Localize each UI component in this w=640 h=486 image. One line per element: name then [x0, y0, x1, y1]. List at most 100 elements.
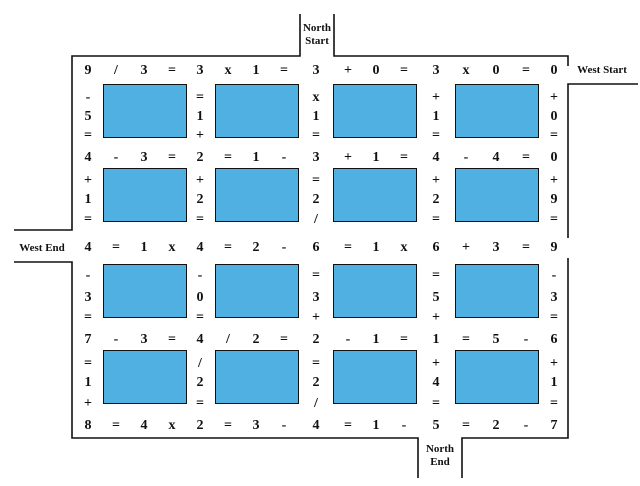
- cell-r8-c10: 1: [372, 240, 380, 255]
- left-wall-lower: [14, 261, 419, 478]
- cell-r12-c13: =: [462, 332, 470, 347]
- cell-r15-c12: =: [432, 396, 440, 411]
- cell-r16-c3: x: [168, 418, 176, 433]
- cell-r4-c0: 4: [84, 150, 92, 165]
- cell-r10-c0: 3: [84, 290, 92, 305]
- right-wall-upper: [567, 83, 638, 238]
- cell-r12-c15: -: [523, 332, 529, 347]
- cell-r16-c16: 7: [550, 418, 558, 433]
- cell-r14-c16: 1: [550, 375, 558, 390]
- cell-r3-c16: =: [550, 128, 558, 143]
- cell-r2-c4: 1: [196, 109, 204, 124]
- cell-r0-c13: x: [462, 63, 470, 78]
- cell-r8-c14: 3: [492, 240, 500, 255]
- west-end-label: West End: [19, 242, 65, 254]
- block-3-1: [215, 350, 299, 404]
- block-3-0: [103, 350, 187, 404]
- cell-r15-c16: =: [550, 396, 558, 411]
- cell-r1-c0: -: [85, 90, 91, 105]
- block-1-1: [215, 168, 299, 222]
- cell-r16-c9: =: [344, 418, 352, 433]
- block-3-2: [333, 350, 417, 404]
- right-wall-lower: [461, 258, 569, 478]
- cell-r11-c4: =: [196, 310, 204, 325]
- cell-r13-c4: /: [198, 356, 202, 371]
- cell-r14-c8: 2: [312, 375, 320, 390]
- cell-r2-c16: 0: [550, 109, 558, 124]
- cell-r5-c12: +: [432, 173, 440, 188]
- cell-r12-c14: 5: [492, 332, 500, 347]
- cell-r16-c5: =: [224, 418, 232, 433]
- cell-r1-c12: +: [432, 90, 440, 105]
- cell-r12-c11: =: [400, 332, 408, 347]
- cell-r16-c8: 4: [312, 418, 320, 433]
- cell-r0-c12: 3: [432, 63, 440, 78]
- cell-r4-c1: -: [113, 150, 119, 165]
- cell-r9-c16: -: [551, 268, 557, 283]
- cell-r16-c0: 8: [84, 418, 92, 433]
- cell-r12-c8: 2: [312, 332, 320, 347]
- cell-r4-c3: =: [168, 150, 176, 165]
- cell-r4-c13: -: [463, 150, 469, 165]
- cell-r4-c6: 1: [252, 150, 260, 165]
- left-wall-upper: [14, 84, 73, 231]
- cell-r3-c12: =: [432, 128, 440, 143]
- cell-r16-c1: =: [112, 418, 120, 433]
- cell-r16-c7: -: [281, 418, 287, 433]
- cell-r8-c3: x: [168, 240, 176, 255]
- cell-r7-c8: /: [314, 212, 318, 227]
- cell-r11-c0: =: [84, 310, 92, 325]
- cell-r16-c4: 2: [196, 418, 204, 433]
- cell-r11-c8: +: [312, 310, 320, 325]
- block-2-1: [215, 264, 299, 318]
- cell-r0-c10: 0: [372, 63, 380, 78]
- cell-r8-c9: =: [344, 240, 352, 255]
- cell-r11-c16: =: [550, 310, 558, 325]
- cell-r1-c16: +: [550, 90, 558, 105]
- cell-r2-c8: 1: [312, 109, 320, 124]
- cell-r8-c16: 9: [550, 240, 558, 255]
- cell-r5-c8: =: [312, 173, 320, 188]
- block-2-3: [455, 264, 539, 318]
- cell-r12-c2: 3: [140, 332, 148, 347]
- cell-r15-c4: =: [196, 396, 204, 411]
- cell-r4-c11: =: [400, 150, 408, 165]
- cell-r14-c4: 2: [196, 375, 204, 390]
- cell-r12-c1: -: [113, 332, 119, 347]
- cell-r5-c0: +: [84, 173, 92, 188]
- cell-r6-c8: 2: [312, 192, 320, 207]
- cell-r13-c8: =: [312, 356, 320, 371]
- cell-r8-c11: x: [400, 240, 408, 255]
- block-1-3: [455, 168, 539, 222]
- cell-r0-c7: =: [280, 63, 288, 78]
- cell-r14-c12: 4: [432, 375, 440, 390]
- cell-r0-c8: 3: [312, 63, 320, 78]
- cell-r7-c4: =: [196, 212, 204, 227]
- cell-r0-c0: 9: [84, 63, 92, 78]
- block-1-0: [103, 168, 187, 222]
- cell-r9-c12: =: [432, 268, 440, 283]
- cell-r12-c9: -: [345, 332, 351, 347]
- cell-r5-c4: +: [196, 173, 204, 188]
- cell-r15-c0: +: [84, 396, 92, 411]
- cell-r16-c15: -: [523, 418, 529, 433]
- block-2-0: [103, 264, 187, 318]
- cell-r10-c12: 5: [432, 290, 440, 305]
- cell-r7-c16: =: [550, 212, 558, 227]
- cell-r0-c16: 0: [550, 63, 558, 78]
- west-start-label: West Start: [577, 64, 627, 76]
- cell-r12-c10: 1: [372, 332, 380, 347]
- cell-r8-c1: =: [112, 240, 120, 255]
- cell-r9-c8: =: [312, 268, 320, 283]
- cell-r13-c12: +: [432, 356, 440, 371]
- cell-r15-c8: /: [314, 396, 318, 411]
- cell-r12-c6: 2: [252, 332, 260, 347]
- cell-r0-c4: 3: [196, 63, 204, 78]
- cell-r8-c15: =: [522, 240, 530, 255]
- cell-r8-c6: 2: [252, 240, 260, 255]
- cell-r12-c0: 7: [84, 332, 92, 347]
- cell-r4-c5: =: [224, 150, 232, 165]
